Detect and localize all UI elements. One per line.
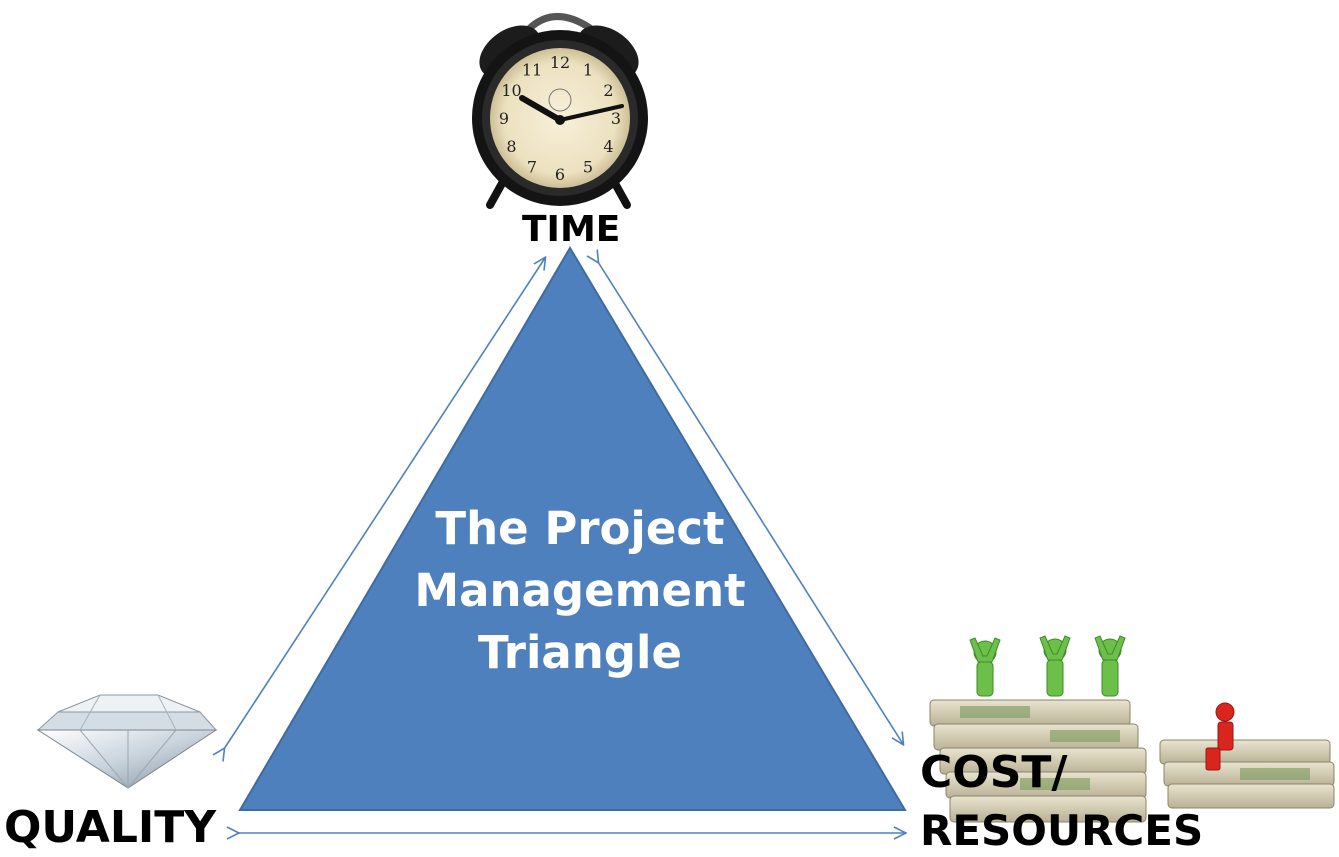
money-stacks-icon	[929, 635, 1335, 823]
clock-numeral: 8	[506, 137, 516, 156]
clock-numeral: 2	[603, 81, 613, 100]
clock-numeral: 3	[611, 109, 621, 128]
diamond-icon	[36, 694, 218, 789]
vertex-label-cost: COST/	[920, 747, 1068, 798]
triangle-title-line-3: Triangle	[478, 626, 682, 679]
triangle-title-line-1: The Project	[435, 502, 725, 555]
arrow-time-quality	[224, 258, 545, 749]
clock-numeral: 10	[501, 81, 521, 100]
clock-numeral: 9	[499, 109, 509, 128]
clock-numeral: 6	[555, 165, 565, 184]
triangle-title-line-2: Management	[414, 564, 746, 617]
vertex-label-quality: QUALITY	[4, 802, 217, 853]
clock-numeral: 11	[522, 61, 542, 80]
clock-numeral: 4	[603, 137, 613, 156]
clock-numeral: 7	[527, 158, 537, 177]
clock-numeral: 1	[583, 61, 593, 80]
vertex-label-time: TIME	[522, 209, 621, 250]
triangle-title: The Project Management Triangle	[395, 498, 765, 684]
clock-numeral: 5	[583, 158, 593, 177]
arrow-time-cost	[598, 262, 903, 744]
vertex-label-resources: RESOURCES	[920, 806, 1204, 855]
clock-numeral: 12	[550, 53, 570, 72]
